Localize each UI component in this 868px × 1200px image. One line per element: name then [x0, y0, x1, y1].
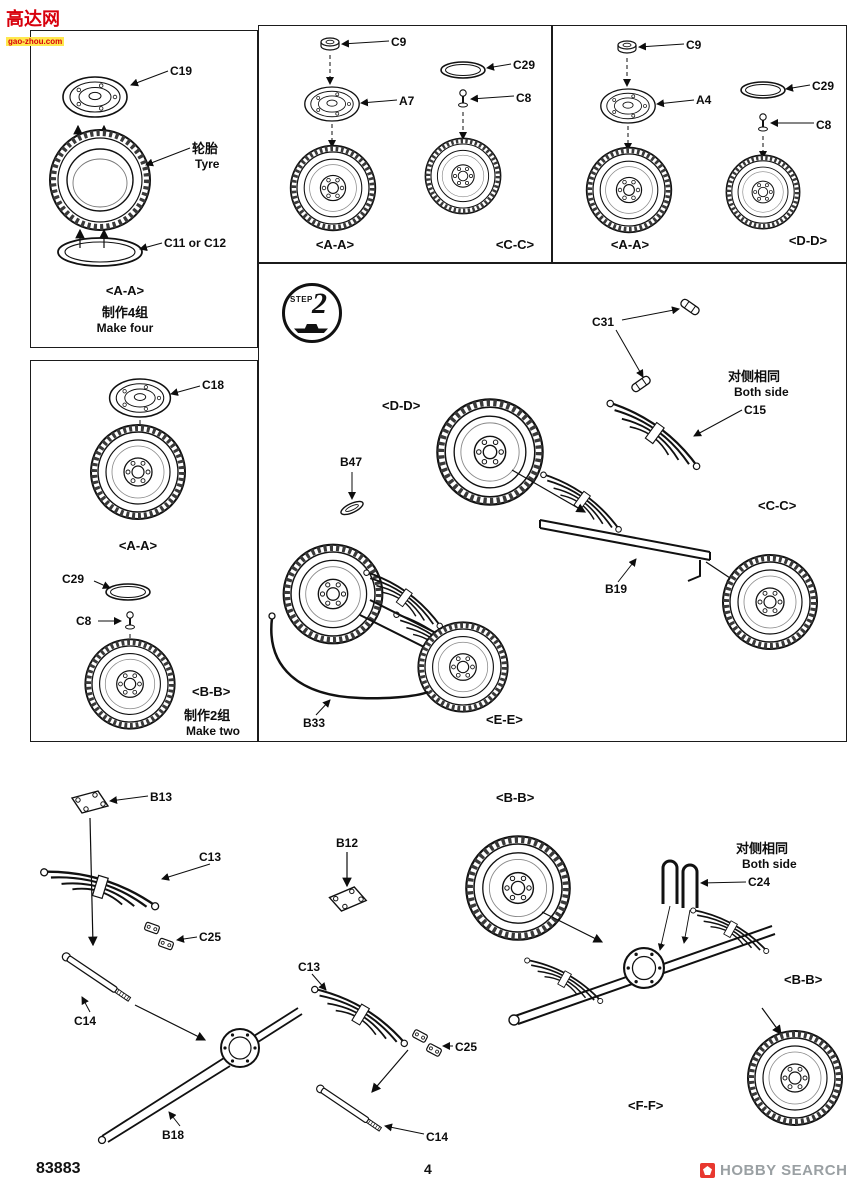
panel-wheel-aa-cc	[258, 25, 552, 263]
section-e-e: <E-E>	[486, 712, 523, 727]
label-b47: B47	[340, 455, 363, 469]
label-c13: C13	[199, 850, 222, 864]
label-bothside-cn: 对侧相同	[728, 369, 781, 384]
page-number: 4	[424, 1161, 432, 1177]
watermark-title: 高达网	[6, 9, 60, 29]
label-c15: C15	[744, 403, 767, 417]
label-tyre-en: Tyre	[195, 157, 220, 171]
label-c14: C14	[74, 1014, 97, 1028]
label-c8: C8	[76, 614, 92, 628]
section-a-a: <A-A>	[315, 237, 355, 252]
watermark-logo: 高达网 gao-zhou.com	[6, 5, 65, 49]
step-2-badge: STEP 2	[282, 283, 342, 343]
label-c8: C8	[816, 118, 832, 132]
panel-wheel-aa-dd	[552, 25, 847, 263]
section-d-d: <D-D>	[382, 398, 421, 413]
label-a4: A4	[696, 93, 712, 107]
label-bothside-en: Both side	[734, 385, 789, 399]
label-b19: B19	[605, 582, 628, 596]
section-b-b: <B-B>	[784, 972, 823, 987]
label-c25: C25	[199, 930, 222, 944]
label-c24: C24	[748, 875, 771, 889]
label-tyre-cn: 轮胎	[192, 141, 219, 156]
section-b-b: <B-B>	[496, 790, 535, 805]
label-c9: C9	[686, 38, 702, 52]
section-a-a: <A-A>	[105, 283, 145, 298]
label-c31: C31	[592, 315, 615, 329]
label-make4-en: Make four	[96, 321, 154, 335]
watermark-url: gao-zhou.com	[6, 37, 65, 46]
label-b12: B12	[336, 836, 359, 850]
panel-tyre-assembly	[30, 30, 258, 348]
label-c29: C29	[62, 572, 85, 586]
step-number: 2	[312, 287, 327, 320]
label-c11-c12: C11 or C12	[164, 236, 227, 250]
label-b18: B18	[162, 1128, 185, 1142]
section-a-a: <A-A>	[118, 538, 158, 553]
section-c-c: <C-C>	[495, 237, 535, 252]
section-c-c: <C-C>	[758, 498, 797, 513]
label-c8: C8	[516, 91, 532, 105]
label-a7: A7	[399, 94, 415, 108]
tank-icon	[294, 324, 328, 333]
section-b-b: <B-B>	[192, 684, 231, 699]
label-bothside-cn: 对侧相同	[736, 841, 789, 856]
label-c25: C25	[455, 1040, 478, 1054]
label-c18: C18	[202, 378, 225, 392]
section-d-d: <D-D>	[788, 233, 828, 248]
hobby-search-text: HOBBY SEARCH	[720, 1162, 848, 1179]
label-c14: C14	[426, 1130, 449, 1144]
section-f-f: <F-F>	[628, 1098, 664, 1113]
label-c19: C19	[170, 64, 193, 78]
label-c29: C29	[513, 58, 536, 72]
label-bothside-en: Both side	[742, 857, 797, 871]
label-make2-en: Make two	[186, 724, 241, 738]
label-c13: C13	[298, 960, 321, 974]
label-c9: C9	[391, 35, 407, 49]
hobby-search-icon	[700, 1163, 715, 1178]
section-a-a: <A-A>	[610, 237, 650, 252]
label-b13: B13	[150, 790, 173, 804]
label-make2-cn: 制作2组	[184, 708, 231, 723]
label-make4-cn: 制作4组	[101, 305, 149, 320]
kit-number: 83883	[36, 1160, 81, 1177]
hobby-search-logo: HOBBY SEARCH	[700, 1162, 847, 1179]
label-c29: C29	[812, 79, 835, 93]
step-word: STEP	[290, 295, 313, 304]
label-b33: B33	[303, 716, 326, 730]
